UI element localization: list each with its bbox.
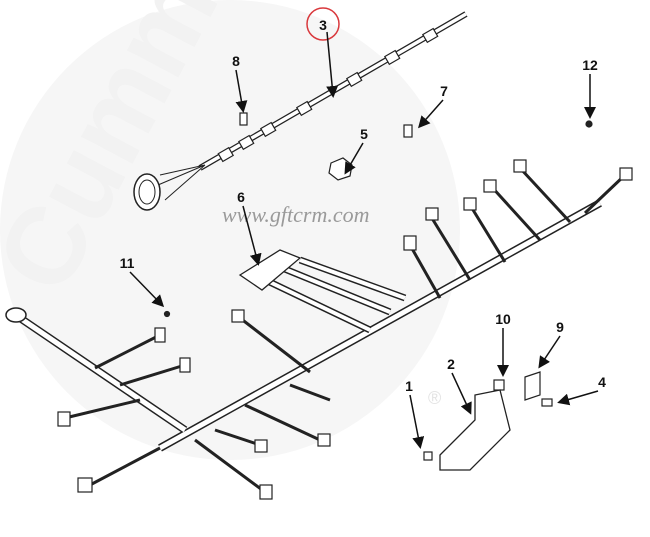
callout-1: 1 <box>405 378 413 394</box>
callout-12: 12 <box>582 57 598 73</box>
site-watermark: www.gftcrm.com <box>222 202 369 227</box>
callout-labels: 3 8 12 7 5 6 11 10 9 2 1 4 <box>120 17 607 394</box>
lower-harness <box>5 159 633 500</box>
callout-11: 11 <box>120 255 135 271</box>
callouts <box>129 7 599 449</box>
callout-4: 4 <box>598 374 606 390</box>
callout-9: 9 <box>556 319 564 335</box>
callout-3: 3 <box>319 17 327 33</box>
callout-6: 6 <box>237 189 245 205</box>
small-parts <box>163 112 593 461</box>
callout-5: 5 <box>360 126 368 142</box>
cummins-watermark: Cummins ® <box>0 0 442 408</box>
callout-10: 10 <box>495 311 511 327</box>
callout-2: 2 <box>447 356 455 372</box>
callout-8: 8 <box>232 53 240 69</box>
highlight-circle <box>306 7 340 41</box>
bracket-part-2 <box>439 389 511 471</box>
callout-7: 7 <box>440 83 448 99</box>
registered-mark: ® <box>428 388 441 408</box>
